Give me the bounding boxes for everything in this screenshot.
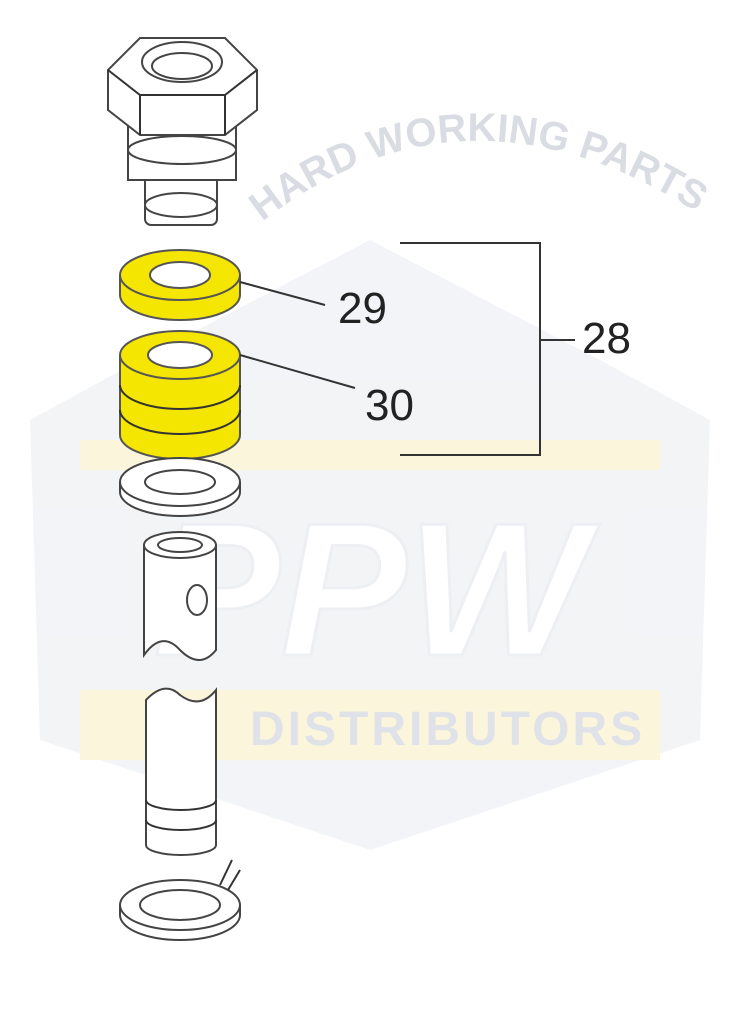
part-30-packing [119, 330, 241, 460]
callout-30: 30 [365, 381, 414, 430]
fitting-nut [107, 37, 258, 226]
piston-upper [143, 531, 217, 661]
flat-washer [119, 457, 241, 517]
leader-29 [239, 281, 326, 306]
watermark-arc-text: HARD WORKING PARTS [241, 106, 715, 229]
callout-28: 28 [582, 314, 631, 363]
bracket-28 [400, 242, 575, 456]
leader-30 [239, 354, 356, 389]
part-29-washer [119, 249, 241, 321]
watermark-subtitle: DISTRIBUTORS [250, 703, 645, 756]
piston-lower [145, 687, 217, 856]
callout-29: 29 [338, 284, 387, 333]
watermark-brand: PPW [154, 484, 600, 696]
lock-washer [119, 859, 241, 941]
